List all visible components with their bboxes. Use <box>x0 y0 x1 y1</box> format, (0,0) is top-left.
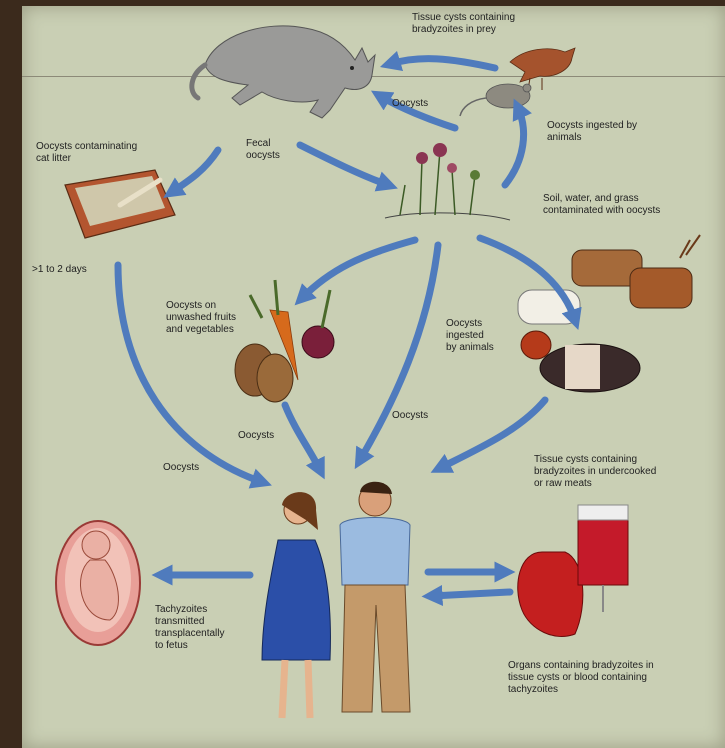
pregnant-woman-illustration <box>262 492 330 718</box>
man-illustration <box>340 482 410 712</box>
label-organs-blood: Organs containing bradyzoites in tissue … <box>508 660 654 696</box>
arrow-meat-to-people <box>440 400 545 468</box>
label-fecal-oocysts: Fecal oocysts <box>246 138 280 162</box>
arrow-cat-to-soil <box>300 145 388 185</box>
arrow-cat-to-litter <box>172 150 218 192</box>
arrow-prey-to-cat <box>390 59 495 68</box>
arrow-soil-to-prey <box>505 108 524 185</box>
label-oocysts-center: Oocysts <box>392 410 428 422</box>
arrow-vegetables-to-people <box>285 405 320 470</box>
soil-plants-illustration <box>385 143 510 220</box>
label-oocysts-produce: Oocysts <box>238 430 274 442</box>
cat-illustration <box>192 26 375 118</box>
label-oocysts-ingested-by-animals: Oocysts ingested by animals <box>547 120 637 144</box>
label-oocysts-ingested-animals: Oocysts ingested by animals <box>446 318 494 354</box>
label-tissue-cysts-prey: Tissue cysts containing bradyzoites in p… <box>412 12 515 36</box>
arrow-soil-to-people <box>360 245 438 460</box>
label-tissue-cysts-meat: Tissue cysts containing bradyzoites in u… <box>534 454 656 490</box>
litter-box-illustration <box>65 170 175 238</box>
label-tachyzoites-fetus: Tachyzoites transmitted transplacentally… <box>155 604 224 652</box>
label-oocysts-left: Oocysts <box>163 462 199 474</box>
vegetables-illustration <box>235 280 334 402</box>
label-days: >1 to 2 days <box>32 264 87 276</box>
arrow-organs-to-people <box>432 592 510 596</box>
livestock-illustration <box>518 235 700 392</box>
arrow-soil-to-vegetables <box>302 240 415 298</box>
label-oocysts-top: Oocysts <box>392 98 428 110</box>
bird-illustration <box>510 48 575 90</box>
fetus-uterus-illustration <box>56 521 140 645</box>
heart-blood-bag-illustration <box>518 505 628 637</box>
label-soil-water-grass: Soil, water, and grass contaminated with… <box>543 193 660 217</box>
label-cat-litter: Oocysts contaminating cat litter <box>36 141 137 165</box>
label-unwashed-produce: Oocysts on unwashed fruits and vegetable… <box>166 300 236 336</box>
